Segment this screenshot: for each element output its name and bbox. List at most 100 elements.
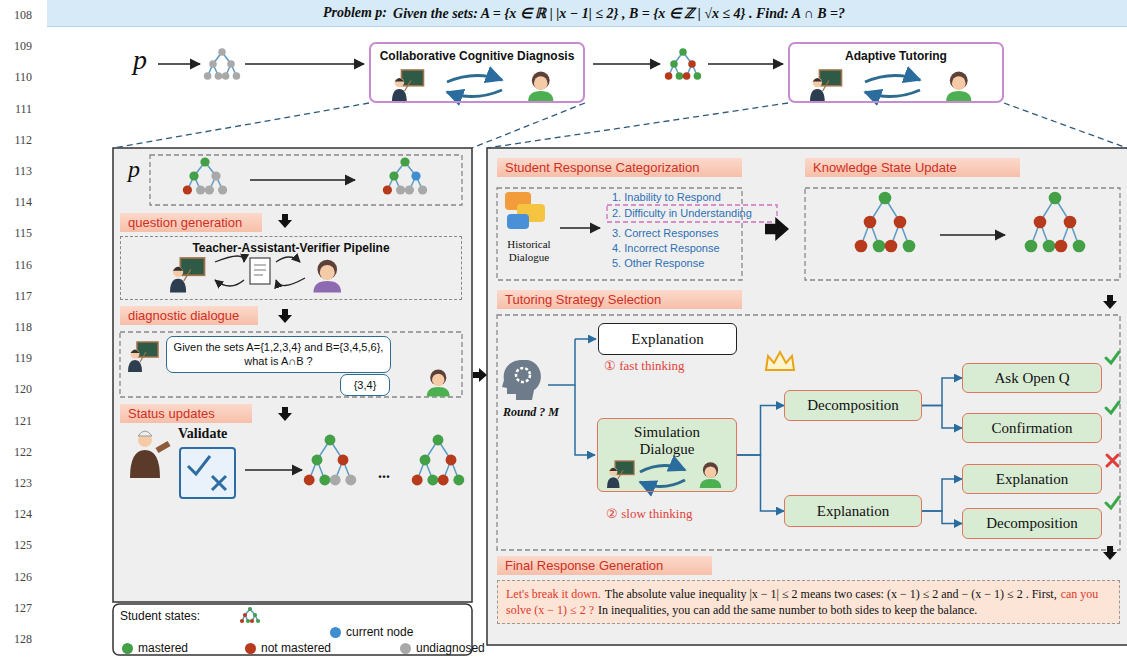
tree-icon	[1064, 216, 1077, 229]
student-icon	[705, 466, 717, 478]
tree-icon	[205, 185, 214, 194]
tree-icon	[183, 157, 227, 194]
block-arrows	[473, 368, 487, 382]
teacher-icon	[140, 352, 146, 362]
flow-arrows	[940, 234, 1005, 236]
panels	[113, 148, 472, 602]
tree-icon	[246, 619, 250, 623]
tree-icon	[218, 48, 226, 56]
tree-icon	[1073, 240, 1086, 253]
document-icon	[215, 256, 305, 286]
tree-icon	[233, 72, 241, 80]
crown-icon	[766, 352, 794, 370]
tree-icon	[1034, 216, 1047, 229]
tree-icon	[304, 435, 357, 486]
student-icon	[430, 369, 446, 385]
section-tag: Knowledge State Update	[805, 158, 1020, 177]
judge-icon	[130, 431, 171, 478]
legend-text: undiagnosed	[416, 641, 485, 655]
node-text: Knowledge State Update	[813, 160, 957, 175]
tree-icon	[196, 185, 205, 194]
node-box: Let's break it down.The absolute value i…	[497, 580, 1120, 624]
flow-arrows	[593, 63, 660, 65]
line-number: 128	[2, 632, 32, 647]
student-icon	[427, 369, 450, 396]
line-number: 117	[2, 289, 32, 304]
student-icon	[946, 72, 971, 102]
check-marks	[1106, 497, 1119, 508]
tree-icon	[412, 435, 465, 486]
teacher-icon	[401, 70, 423, 86]
node-text: question generation	[128, 215, 242, 230]
line-number: 108	[2, 8, 32, 23]
node-text: Teacher-Assistant-Verifier Pipeline	[192, 241, 389, 255]
teacher-icon	[609, 468, 617, 471]
panels	[369, 42, 585, 103]
teacher-icon	[395, 78, 404, 87]
legend-swatch	[330, 627, 341, 638]
tree-icon	[383, 185, 392, 194]
tree-icon	[218, 185, 227, 194]
section-tag: Tutoring Strategy Selection	[497, 290, 742, 309]
document-icon	[276, 278, 305, 286]
tree-icon	[446, 455, 457, 466]
teacher-icon	[615, 461, 634, 475]
flow-arrows	[245, 63, 364, 65]
node-box: Adaptive Tutoring	[788, 42, 1004, 103]
validate-icon	[188, 456, 210, 474]
exchange-arrows	[865, 75, 920, 96]
leader-lines	[113, 103, 369, 148]
tree-icon	[1025, 192, 1086, 253]
tree-icon	[683, 72, 691, 80]
tree-icon	[204, 72, 212, 80]
block-arrows	[278, 214, 1117, 560]
tree-icon	[879, 192, 892, 205]
node-box: Teacher-Assistant-Verifier Pipeline	[120, 236, 462, 300]
tree-icon	[396, 185, 405, 194]
node-box: Collaborative Cognitive Diagnosis	[369, 42, 585, 103]
student-icon	[427, 387, 450, 397]
tree-icon	[304, 475, 315, 486]
tree-icon	[1043, 240, 1056, 253]
chat-icon	[505, 192, 545, 229]
label: Round ? M	[503, 405, 559, 420]
node-text: The absolute value inequality |x − 1| ≤ …	[605, 587, 1057, 601]
teacher-icon	[819, 70, 841, 86]
check-marks	[1106, 352, 1119, 508]
line-number: 109	[2, 39, 32, 54]
teacher-icon	[395, 78, 404, 82]
label: Historical Dialogue	[498, 238, 560, 264]
node-box: Simulation Dialogue	[597, 418, 737, 492]
tree-icon	[412, 475, 423, 486]
block-arrows	[1103, 546, 1117, 560]
check-marks	[1106, 352, 1119, 363]
tree-icon	[222, 72, 230, 80]
tree-icon	[427, 475, 438, 486]
line-number: 125	[2, 538, 32, 553]
block-arrows	[278, 214, 292, 228]
student-icon	[528, 72, 553, 102]
student-icon	[432, 374, 444, 386]
label: 2. Difficulty in Understanding	[612, 207, 752, 219]
teacher-icon	[131, 350, 140, 359]
chat-icon	[507, 214, 529, 229]
student-icon	[946, 91, 971, 102]
block-arrows	[278, 407, 292, 421]
tree-icon	[1055, 240, 1068, 253]
teacher-icon	[609, 468, 617, 476]
brain-icon	[502, 360, 541, 400]
teacher-icon	[813, 78, 822, 82]
teacher-icon	[137, 342, 158, 357]
label: p	[128, 156, 140, 183]
check-marks	[1107, 455, 1118, 466]
legend-swatch	[122, 643, 133, 654]
tree-icon	[325, 435, 336, 446]
teacher-icon	[128, 342, 158, 372]
block-arrows	[278, 309, 292, 323]
tree-icon	[253, 613, 257, 617]
student-icon	[952, 76, 966, 90]
teacher-icon	[607, 461, 634, 488]
legend-text: not mastered	[261, 641, 331, 655]
tree-icon	[453, 475, 464, 486]
strategy-branch	[575, 338, 596, 340]
